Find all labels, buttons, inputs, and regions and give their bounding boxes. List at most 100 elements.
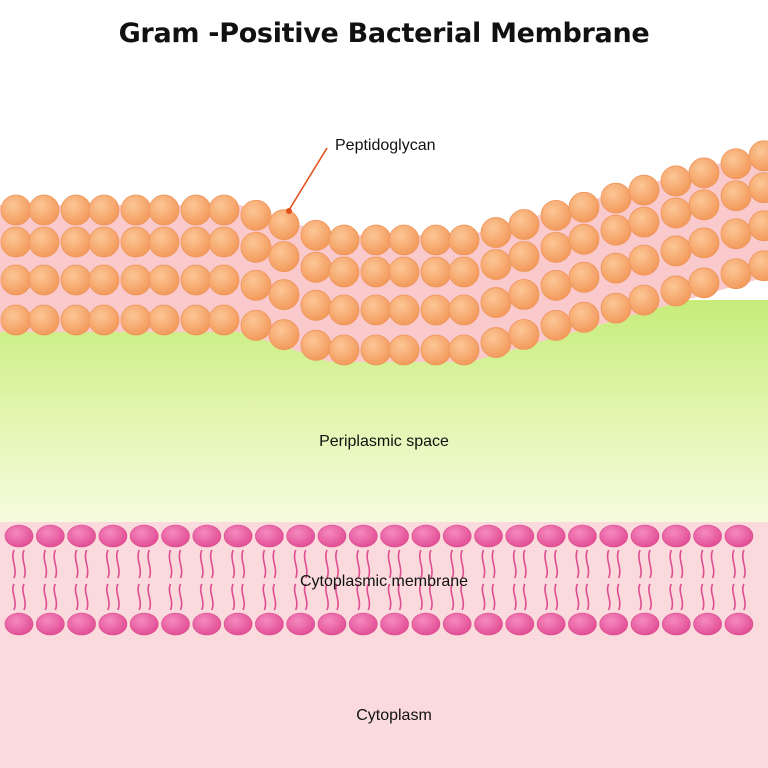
peptidoglycan-bead xyxy=(660,235,692,267)
lipid-tail xyxy=(272,549,277,611)
phospholipid-head-inner xyxy=(568,612,597,636)
peptidoglycan-bead xyxy=(480,287,512,318)
phospholipid-head-inner xyxy=(380,612,409,636)
peptidoglycan-bead xyxy=(420,294,452,326)
peptidoglycan-bead xyxy=(180,194,212,226)
lipid-tail xyxy=(12,549,16,611)
peptidoglycan-bead xyxy=(448,256,480,288)
peptidoglycan-bead xyxy=(120,304,152,336)
phospholipid-head-inner xyxy=(411,612,441,636)
phospholipid-head-inner xyxy=(129,612,159,636)
cytoplasm-region xyxy=(0,522,768,768)
diagram-title: Gram -Positive Bacterial Membrane xyxy=(118,18,650,49)
peptidoglycan-bead xyxy=(720,258,752,290)
phospholipid-head-outer xyxy=(348,524,378,548)
peptidoglycan-bead xyxy=(88,264,120,296)
phospholipid-head-inner xyxy=(192,612,222,636)
phospholipid xyxy=(286,524,316,636)
peptidoglycan-bead xyxy=(420,334,452,366)
peptidoglycan-bead xyxy=(60,264,92,296)
peptidoglycan-bead xyxy=(180,226,212,258)
lipid-tail xyxy=(115,549,120,611)
peptidoglycan-bead xyxy=(120,194,152,226)
peptidoglycan-bead xyxy=(208,304,240,336)
lipid-tail xyxy=(262,549,267,611)
lipid-tail xyxy=(481,549,486,611)
peptidoglycan-bead xyxy=(88,194,120,226)
phospholipid xyxy=(505,524,535,636)
peptidoglycan-bead xyxy=(388,334,420,366)
lipid-tail xyxy=(638,549,642,611)
peptidoglycan-bead xyxy=(148,194,180,226)
peptidoglycan-bead xyxy=(268,209,300,241)
phospholipid xyxy=(35,524,65,636)
lipid-tail xyxy=(105,549,110,611)
peptidoglycan-bead xyxy=(148,304,180,336)
peptidoglycan-bead xyxy=(568,191,600,223)
phospholipid-head-outer xyxy=(630,524,660,548)
phospholipid-head-inner xyxy=(599,612,629,636)
peptidoglycan-bead xyxy=(300,251,332,283)
peptidoglycan-bead xyxy=(480,327,512,358)
peptidoglycan-bead xyxy=(360,224,392,256)
phospholipid xyxy=(442,524,472,636)
lipid-tail xyxy=(366,549,371,611)
phospholipid-head-outer xyxy=(192,524,222,548)
peptidoglycan-bead xyxy=(300,219,332,251)
lipid-tail xyxy=(648,549,652,611)
periplasmic-space-label: Periplasmic space xyxy=(319,433,449,450)
phospholipid-head-inner xyxy=(630,612,660,636)
phospholipid xyxy=(661,524,691,636)
phospholipid-head-outer xyxy=(98,524,128,548)
peptidoglycan-bead xyxy=(60,194,92,226)
lipid-tail xyxy=(387,549,392,611)
lipid-tail xyxy=(606,549,611,611)
lipid-tail xyxy=(209,549,214,611)
phospholipid-head-inner xyxy=(98,612,128,636)
peptidoglycan-bead xyxy=(540,269,572,301)
peptidoglycan-bead xyxy=(328,334,360,366)
phospholipid-head-inner xyxy=(4,612,34,636)
peptidoglycan-row xyxy=(0,250,768,366)
peptidoglycan-bead xyxy=(508,241,540,272)
peptidoglycan-bead xyxy=(660,197,692,229)
lipid-tail xyxy=(710,549,715,611)
peptidoglycan-bead xyxy=(28,226,60,258)
phospholipid-head-outer xyxy=(67,524,96,548)
peptidoglycan-bead xyxy=(660,275,692,307)
phospholipid-head-inner xyxy=(35,612,65,636)
peptidoglycan-bead xyxy=(88,304,120,336)
peptidoglycan-bead xyxy=(628,244,660,276)
peptidoglycan-bead xyxy=(568,301,600,333)
phospholipid-head-inner xyxy=(536,612,566,636)
phospholipid-head-outer xyxy=(223,524,253,548)
peptidoglycan-bead xyxy=(420,256,452,288)
peptidoglycan-bead xyxy=(268,241,300,273)
lipid-tail xyxy=(741,549,746,611)
phospholipid-head-outer xyxy=(4,524,34,548)
peptidoglycan-row xyxy=(0,140,768,256)
peptidoglycan-bead xyxy=(328,224,360,256)
cytoplasmic-membrane-bilayer xyxy=(4,524,754,636)
peptidoglycan-bead xyxy=(120,264,152,296)
lipid-tail xyxy=(22,549,26,611)
phospholipid xyxy=(630,524,660,636)
peptidoglycan-bead xyxy=(688,189,720,221)
phospholipid xyxy=(161,524,190,636)
lipid-tail xyxy=(450,549,455,611)
lipid-tail xyxy=(428,549,433,611)
peptidoglycan-bead xyxy=(480,217,512,248)
cytoplasm-fill xyxy=(0,522,768,768)
peptidoglycan-bead xyxy=(688,267,720,299)
lipid-tail xyxy=(700,549,705,611)
peptidoglycan-bead xyxy=(208,264,240,296)
lipid-tail xyxy=(512,549,517,611)
peptidoglycan-bead xyxy=(88,226,120,258)
lipid-tail xyxy=(335,549,339,611)
peptidoglycan-bead xyxy=(600,252,632,284)
phospholipid xyxy=(536,524,566,636)
peptidoglycan-bead xyxy=(388,256,420,288)
phospholipid-head-outer xyxy=(129,524,159,548)
peptidoglycan-bead xyxy=(688,227,720,259)
lipid-tail xyxy=(679,549,684,611)
